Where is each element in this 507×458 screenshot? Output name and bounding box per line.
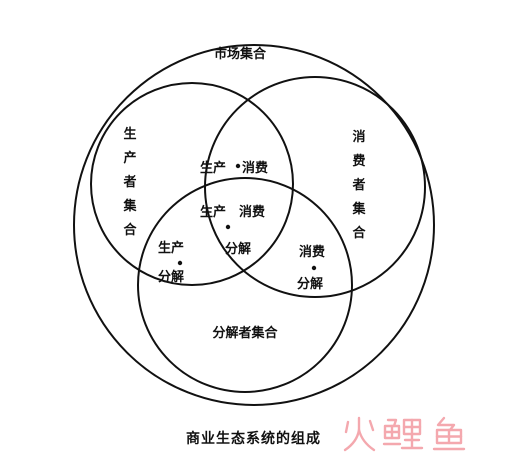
svg-text:者: 者 [351,177,365,193]
consumer-set-circle [204,76,426,298]
svg-text:消费: 消费 [242,160,268,176]
svg-text:分解: 分解 [297,276,323,292]
producer-consumer-overlap-label: 生产 消费 [200,160,268,176]
decomposer-set-label: 分解者集合 [212,325,278,341]
producer-set-circle [90,82,294,286]
svg-text:消: 消 [352,129,365,145]
svg-text:生产: 生产 [158,240,184,256]
svg-text:者: 者 [122,174,136,190]
svg-text:合: 合 [123,222,137,238]
producer-decomposer-overlap-label: 生产 分解 [158,240,184,285]
consumer-decomposer-overlap-label: 消费 分解 [297,244,325,292]
svg-text:消费: 消费 [299,244,325,260]
overlap-dot [235,163,241,169]
overlap-dot [311,265,317,271]
svg-text:消费: 消费 [239,204,265,220]
overlap-dot [177,260,183,266]
figure-caption: 商业生态系统的组成 [186,431,321,447]
center-overlap-label: 生产 消费 分解 [200,204,265,257]
svg-text:合: 合 [352,225,366,241]
svg-text:生产: 生产 [200,204,226,220]
producer-set-label: 生 产 者 集 合 [122,126,137,238]
svg-text:集: 集 [122,198,137,214]
consumer-set-label: 消 费 者 集 合 [351,129,366,241]
center-dot [225,224,231,230]
market-set-circle [73,44,435,406]
svg-text:费: 费 [352,153,365,169]
decomposer-set-circle [137,177,353,393]
svg-text:产: 产 [123,150,136,166]
svg-text:生: 生 [123,126,136,142]
market-set-label: 市场集合 [214,46,267,62]
svg-text:分解: 分解 [225,241,251,257]
svg-text:生产: 生产 [200,160,226,176]
svg-text:分解: 分解 [158,269,184,285]
svg-text:集: 集 [351,201,366,217]
